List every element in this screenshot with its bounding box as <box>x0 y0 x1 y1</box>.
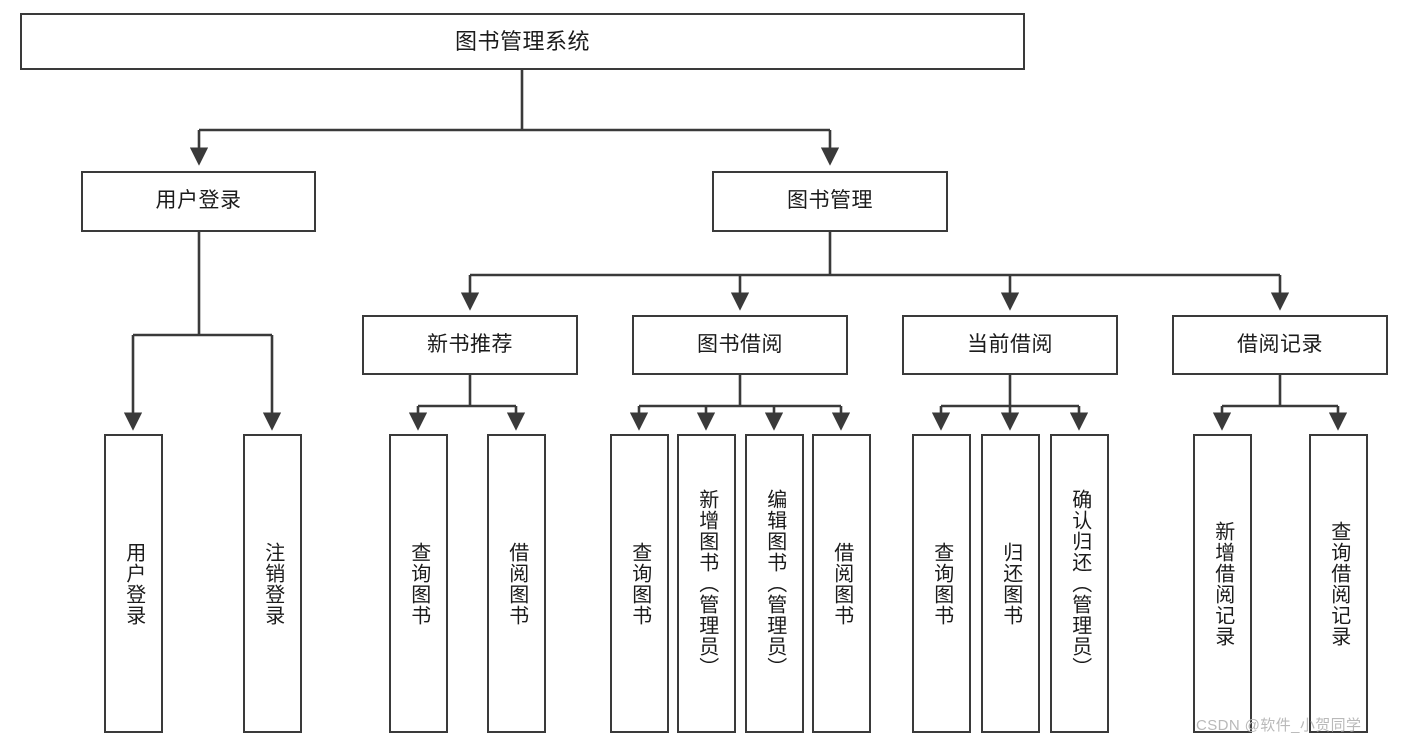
node-root[interactable]: 图书管理系统 <box>20 13 1025 70</box>
node-current-borrow-label: 当前借阅 <box>967 332 1053 356</box>
node-new-book-rec[interactable]: 新书推荐 <box>362 315 578 375</box>
node-leaf-add-record-label: 新增借阅记录 <box>1211 520 1234 647</box>
node-leaf-edit-book[interactable]: 编辑图书（管理员） <box>745 434 804 733</box>
node-user-login[interactable]: 用户登录 <box>81 171 316 232</box>
node-leaf-return-book-label: 归还图书 <box>999 541 1022 626</box>
node-borrow-record-label: 借阅记录 <box>1237 332 1323 356</box>
node-book-borrow[interactable]: 图书借阅 <box>632 315 848 375</box>
node-leaf-user-login-label: 用户登录 <box>122 541 145 626</box>
node-book-manage[interactable]: 图书管理 <box>712 171 948 232</box>
node-leaf-query-book-2[interactable]: 查询图书 <box>610 434 669 733</box>
node-leaf-borrow-book-1-label: 借阅图书 <box>505 541 528 626</box>
csdn-watermark: CSDN @软件_小贺同学 <box>1196 717 1362 734</box>
node-book-manage-label: 图书管理 <box>787 189 873 213</box>
node-leaf-add-book[interactable]: 新增图书（管理员） <box>677 434 736 733</box>
node-user-login-label: 用户登录 <box>155 189 242 213</box>
node-leaf-query-book-3-label: 查询图书 <box>930 541 953 626</box>
node-leaf-edit-book-label: 编辑图书（管理员） <box>763 489 786 678</box>
node-leaf-add-book-label: 新增图书（管理员） <box>695 489 718 678</box>
node-leaf-query-book-2-label: 查询图书 <box>628 541 651 626</box>
node-leaf-query-record-label: 查询借阅记录 <box>1327 520 1350 647</box>
node-leaf-query-book-1[interactable]: 查询图书 <box>389 434 448 733</box>
node-book-borrow-label: 图书借阅 <box>697 332 783 356</box>
node-leaf-confirm-return-label: 确认归还（管理员） <box>1068 489 1091 678</box>
node-leaf-confirm-return[interactable]: 确认归还（管理员） <box>1050 434 1109 733</box>
node-current-borrow[interactable]: 当前借阅 <box>902 315 1118 375</box>
node-leaf-logout-label: 注销登录 <box>261 541 284 626</box>
node-leaf-query-book-1-label: 查询图书 <box>407 541 430 626</box>
node-leaf-query-book-3[interactable]: 查询图书 <box>912 434 971 733</box>
node-leaf-return-book[interactable]: 归还图书 <box>981 434 1040 733</box>
node-borrow-record[interactable]: 借阅记录 <box>1172 315 1388 375</box>
node-leaf-logout[interactable]: 注销登录 <box>243 434 302 733</box>
node-leaf-add-record[interactable]: 新增借阅记录 <box>1193 434 1252 733</box>
node-leaf-user-login[interactable]: 用户登录 <box>104 434 163 733</box>
node-leaf-borrow-book-2-label: 借阅图书 <box>830 541 853 626</box>
node-root-label: 图书管理系统 <box>454 28 590 54</box>
node-leaf-borrow-book-1[interactable]: 借阅图书 <box>487 434 546 733</box>
node-leaf-query-record[interactable]: 查询借阅记录 <box>1309 434 1368 733</box>
node-new-book-rec-label: 新书推荐 <box>427 332 513 356</box>
node-leaf-borrow-book-2[interactable]: 借阅图书 <box>812 434 871 733</box>
